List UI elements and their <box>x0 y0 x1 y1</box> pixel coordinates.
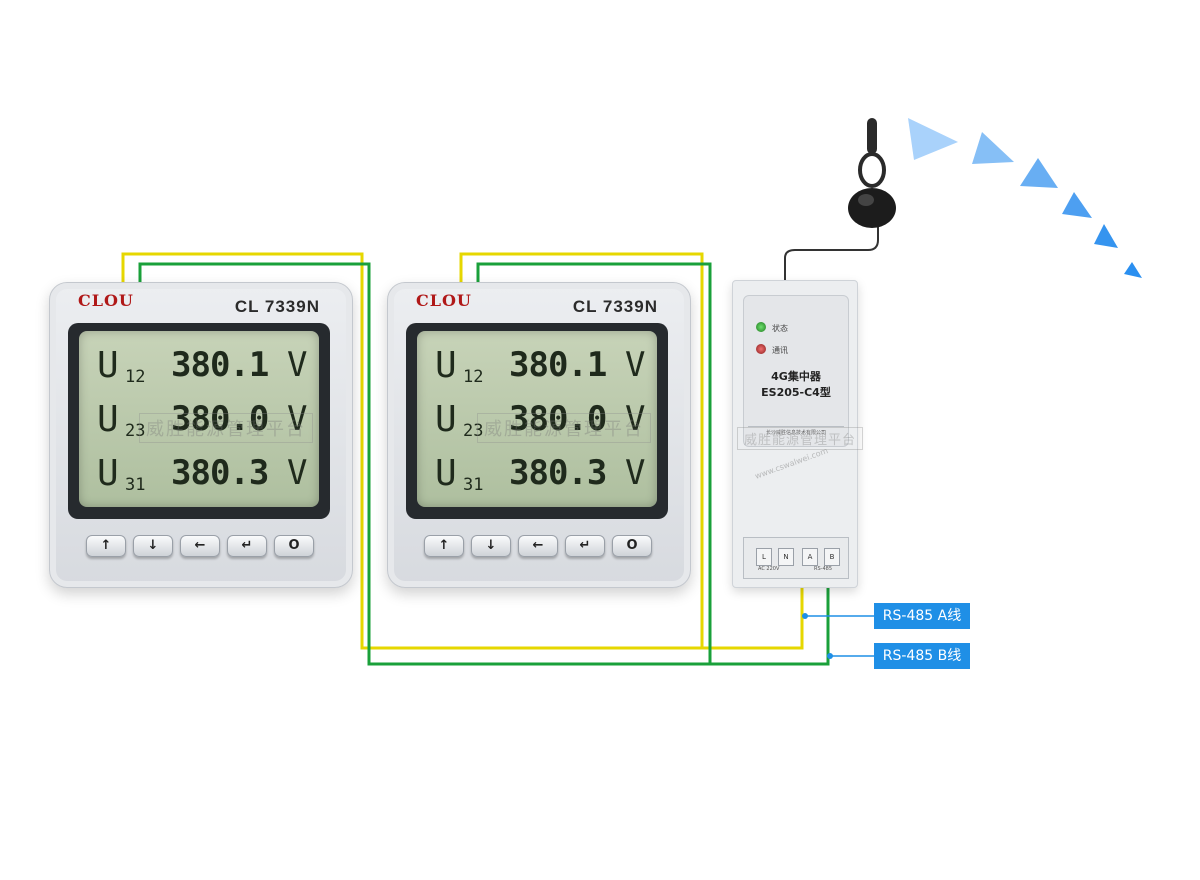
power-meter-1: CLOU CL 7339N U 12 380.1 V U 23 380.0 V … <box>49 282 353 588</box>
down-button[interactable]: ↓ <box>471 535 511 557</box>
enter-button[interactable]: ↵ <box>565 535 605 557</box>
reading-unit: V <box>287 453 308 493</box>
brand-logo: CLOU <box>416 291 472 310</box>
menu-button[interactable]: O <box>612 535 652 557</box>
rs485-b-wire-meter2 <box>476 262 712 664</box>
signal-arrow-icon <box>1124 262 1142 278</box>
antenna-icon <box>848 118 896 228</box>
signal-arrow-icon <box>972 132 1014 164</box>
terminal-b: B <box>824 548 840 566</box>
signal-arrow-icon <box>908 118 958 160</box>
watermark: 威胜能源管理平台 <box>477 413 651 443</box>
display-bezel: U 12 380.1 V U 23 380.0 V U 31 380.3 V 威… <box>406 323 668 519</box>
terminal-a: A <box>802 548 818 566</box>
signal-arrow-icon <box>1020 158 1058 188</box>
reading-subscript: 23 <box>463 421 484 441</box>
reading-subscript: 23 <box>125 421 146 441</box>
signal-arrow-icon <box>1062 192 1092 218</box>
terminal-group-ac: AC 220V <box>758 566 780 572</box>
reading-unit: V <box>625 399 646 439</box>
reading-value: 380.1 <box>171 345 269 385</box>
meter-model: CL 7339N <box>572 297 658 316</box>
reading-row: U 23 380.0 V <box>417 393 657 447</box>
reading-value: 380.3 <box>509 453 607 493</box>
reading-unit: V <box>625 345 646 385</box>
reading-symbol: U <box>97 345 119 386</box>
reading-symbol: U <box>435 345 457 386</box>
terminal-group-rs485: RS-485 <box>814 566 832 572</box>
reading-value: 380.3 <box>171 453 269 493</box>
watermark-url: www.cswalwei.com <box>753 446 830 481</box>
reading-value: 380.0 <box>509 399 607 439</box>
reading-unit: V <box>625 453 646 493</box>
status-led-icon <box>756 322 766 332</box>
signal-arrow-icon <box>1094 224 1118 248</box>
reading-subscript: 31 <box>125 475 146 495</box>
reading-symbol: U <box>97 453 119 494</box>
terminal-l: L <box>756 548 772 566</box>
reading-symbol: U <box>97 399 119 440</box>
signal-arrows <box>908 118 1142 278</box>
menu-button[interactable]: O <box>274 535 314 557</box>
reading-unit: V <box>287 345 308 385</box>
keypad: ↑ ↓ ← ↵ O <box>86 535 314 557</box>
reading-symbol: U <box>435 399 457 440</box>
terminal-n: N <box>778 548 794 566</box>
reading-row: U 12 380.1 V <box>417 339 657 393</box>
reading-subscript: 12 <box>125 367 146 387</box>
up-button[interactable]: ↑ <box>424 535 464 557</box>
concentrator-model: ES205-C4型 <box>761 386 831 399</box>
concentrator-face: 状态 通讯 4G集中器 ES205-C4型 长沙威胜信息技术有限公司 <box>743 295 849 447</box>
antenna-cable <box>784 226 879 280</box>
power-meter-2: CLOU CL 7339N U 12 380.1 V U 23 380.0 V … <box>387 282 691 588</box>
reading-row: U 12 380.1 V <box>79 339 319 393</box>
keypad: ↑ ↓ ← ↵ O <box>424 535 652 557</box>
reading-row: U 23 380.0 V <box>79 393 319 447</box>
watermark: 威胜能源管理平台 <box>139 413 313 443</box>
enter-button[interactable]: ↵ <box>227 535 267 557</box>
reading-unit: V <box>287 399 308 439</box>
reading-symbol: U <box>435 453 457 494</box>
down-button[interactable]: ↓ <box>133 535 173 557</box>
comm-led-icon <box>756 344 766 354</box>
watermark: 威胜能源管理平台 <box>737 427 864 450</box>
left-button[interactable]: ← <box>180 535 220 557</box>
brand-logo: CLOU <box>78 291 134 310</box>
reading-value: 380.1 <box>509 345 607 385</box>
lcd-display: U 12 380.1 V U 23 380.0 V U 31 380.3 V 威… <box>79 331 319 507</box>
up-button[interactable]: ↑ <box>86 535 126 557</box>
rs485-a-wire-meter2 <box>459 252 704 648</box>
concentrator-title: 4G集中器 <box>771 370 821 383</box>
reading-row: U 31 380.3 V <box>417 447 657 501</box>
display-bezel: U 12 380.1 V U 23 380.0 V U 31 380.3 V 威… <box>68 323 330 519</box>
company-name: 长沙威胜信息技术有限公司 <box>748 426 844 436</box>
lcd-display: U 12 380.1 V U 23 380.0 V U 31 380.3 V 威… <box>417 331 657 507</box>
reading-subscript: 12 <box>463 367 484 387</box>
terminal-block: L N A B AC 220V RS-485 <box>743 537 849 579</box>
meter-model: CL 7339N <box>234 297 320 316</box>
reading-value: 380.0 <box>171 399 269 439</box>
rs485-a-wire <box>121 252 804 650</box>
rs485-b-label: RS-485 B线 <box>874 643 970 669</box>
4g-concentrator: 状态 通讯 4G集中器 ES205-C4型 长沙威胜信息技术有限公司 威胜能源管… <box>732 280 864 588</box>
reading-row: U 31 380.3 V <box>79 447 319 501</box>
comm-led-label: 通讯 <box>772 346 788 355</box>
reading-subscript: 31 <box>463 475 484 495</box>
rs485-b-wire <box>138 262 830 666</box>
left-button[interactable]: ← <box>518 535 558 557</box>
status-led-label: 状态 <box>772 324 788 333</box>
rs485-a-label: RS-485 A线 <box>874 603 970 629</box>
